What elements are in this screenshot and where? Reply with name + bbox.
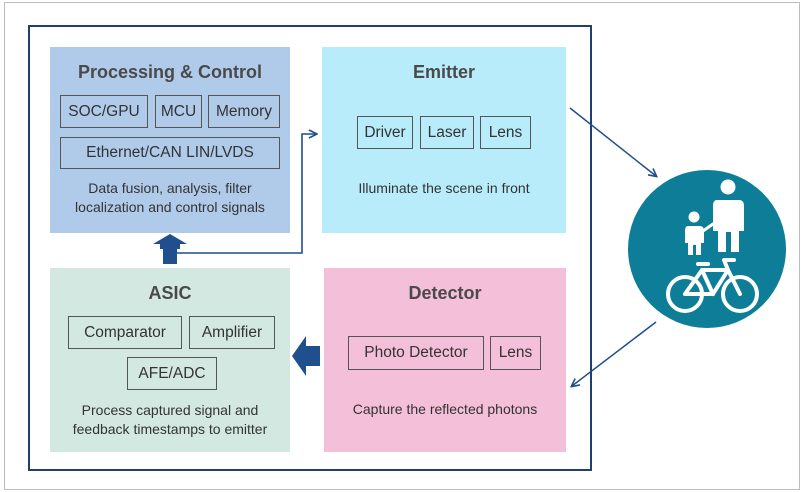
afe-adc-box: AFE/ADC xyxy=(127,357,217,390)
detector-lens-box: Lens xyxy=(490,336,541,370)
lidar-system-frame xyxy=(28,25,592,471)
emitter-to-scene-arrow xyxy=(569,107,656,176)
asic-description-line2: feedback timestamps to emitter xyxy=(72,421,268,437)
asic-to-emitter-arrow xyxy=(172,134,316,254)
processing-description-line1: Data fusion, analysis, filter xyxy=(88,180,252,196)
processing-control-title: Processing & Control xyxy=(77,62,263,82)
pedestrian-bicycle-icon xyxy=(628,170,786,328)
scene-to-detector-arrow xyxy=(572,321,657,386)
detector-block: Detector Photo Detector Lens Capture the… xyxy=(324,268,566,452)
asic-to-processing-arrow-shaft xyxy=(163,244,177,264)
driver-box: Driver xyxy=(357,116,413,149)
emitter-lens-box: Lens xyxy=(480,116,531,149)
mcu-box: MCU xyxy=(155,95,202,128)
asic-to-processing-arrow xyxy=(153,234,187,249)
asic-title: ASIC xyxy=(148,283,192,303)
asic-block: ASIC Comparator Amplifier AFE/ADC Proces… xyxy=(50,268,290,452)
emitter-block: Emitter Driver Laser Lens Illuminate the… xyxy=(322,47,566,233)
processing-description-line2: localization and control signals xyxy=(75,199,265,215)
emitter-description: Illuminate the scene in front xyxy=(358,180,530,196)
comparator-box: Comparator xyxy=(68,316,182,349)
asic-description-line1: Process captured signal and xyxy=(81,402,259,418)
amplifier-box: Amplifier xyxy=(189,316,275,349)
detector-to-asic-arrow xyxy=(292,336,320,376)
emitter-title: Emitter xyxy=(412,62,475,82)
detector-description: Capture the reflected photons xyxy=(352,401,538,417)
memory-box: Memory xyxy=(208,95,280,128)
photo-detector-box: Photo Detector xyxy=(348,336,484,370)
laser-box: Laser xyxy=(420,116,474,149)
ethernet-can-box: Ethernet/CAN LIN/LVDS xyxy=(60,137,280,169)
detector-title: Detector xyxy=(408,283,482,303)
soc-gpu-box: SOC/GPU xyxy=(60,95,148,128)
page-border xyxy=(4,2,800,490)
processing-control-block: Processing & Control SOC/GPU MCU Memory … xyxy=(50,47,290,233)
